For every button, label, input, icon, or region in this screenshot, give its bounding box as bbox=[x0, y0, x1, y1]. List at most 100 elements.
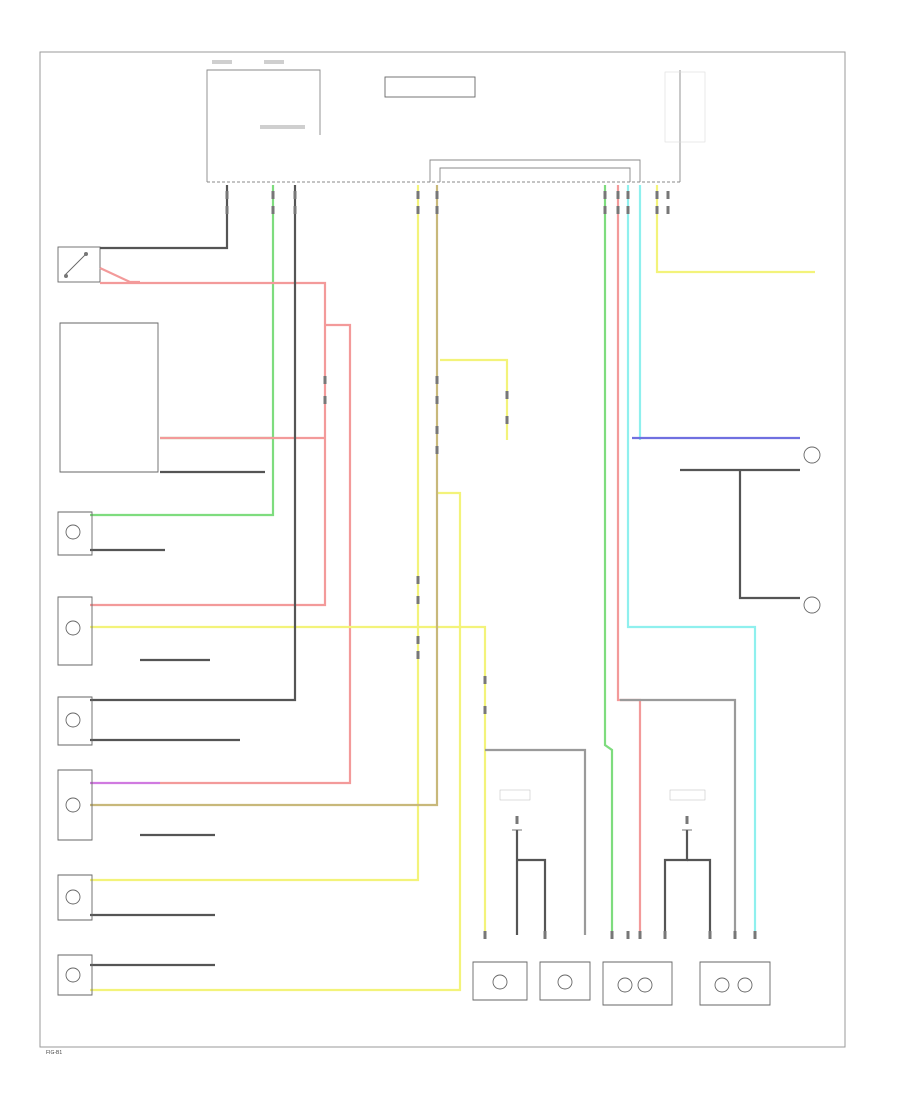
connector-25 bbox=[435, 446, 439, 454]
module-box bbox=[59, 322, 159, 473]
connector-40 bbox=[638, 931, 642, 939]
connector-13 bbox=[616, 206, 620, 214]
w-red-turn bbox=[160, 323, 352, 785]
connector-22 bbox=[435, 376, 439, 384]
comp-left-license bbox=[472, 961, 528, 1001]
connector-34 bbox=[515, 816, 519, 824]
comp-left-front-turn bbox=[57, 511, 93, 556]
connector-38 bbox=[610, 931, 614, 939]
bulb-left-rear-side bbox=[65, 712, 81, 728]
connector-28 bbox=[416, 576, 420, 584]
connector-44 bbox=[753, 931, 757, 939]
w-red-main bbox=[90, 281, 327, 607]
bulb-right-side-turn bbox=[803, 596, 821, 614]
connector-29 bbox=[416, 596, 420, 604]
w-black-b bbox=[90, 185, 297, 702]
connector-24 bbox=[435, 426, 439, 434]
connector-19 bbox=[666, 206, 670, 214]
w-gray-a bbox=[485, 748, 587, 935]
bulb-right-high-mount-a bbox=[714, 977, 730, 993]
connector-31 bbox=[416, 651, 420, 659]
connector-4 bbox=[293, 191, 297, 199]
connector-23 bbox=[435, 396, 439, 404]
connector-26 bbox=[505, 391, 509, 399]
connector-1 bbox=[225, 206, 229, 214]
connector-30 bbox=[416, 636, 420, 644]
bulb-right-front-turn bbox=[65, 797, 81, 813]
connector-42 bbox=[708, 931, 712, 939]
connector-0 bbox=[225, 191, 229, 199]
connector-43 bbox=[733, 931, 737, 939]
w-green-r bbox=[603, 185, 614, 935]
connector-6 bbox=[416, 191, 420, 199]
connector-11 bbox=[603, 206, 607, 214]
connector-32 bbox=[483, 676, 487, 684]
top-module bbox=[206, 60, 706, 183]
connector-33 bbox=[483, 706, 487, 714]
w-yellow-b bbox=[90, 625, 487, 935]
comp-right-front-turn bbox=[57, 769, 93, 841]
footer-code: FIG-B1 bbox=[46, 1050, 62, 1056]
w-black-o bbox=[687, 858, 712, 935]
connector-18 bbox=[666, 191, 670, 199]
bulb-symbols bbox=[65, 446, 821, 993]
headlight-switch bbox=[57, 246, 101, 283]
diagram-frame bbox=[39, 51, 846, 1048]
comp-left-high-mount bbox=[602, 961, 673, 1006]
top-fuse-labels bbox=[212, 60, 706, 143]
connector-15 bbox=[626, 206, 630, 214]
connector-36 bbox=[483, 931, 487, 939]
connector-3 bbox=[271, 206, 275, 214]
connector-39 bbox=[626, 931, 630, 939]
comp-left-rear-combo bbox=[57, 596, 93, 666]
w-black-a bbox=[100, 185, 229, 250]
w-red-rear bbox=[99, 267, 140, 284]
connector-35 bbox=[685, 816, 689, 824]
bulb-right-high-mount-b bbox=[737, 977, 753, 993]
connectors-layer bbox=[225, 191, 757, 939]
connector-16 bbox=[655, 191, 659, 199]
connector-5 bbox=[293, 206, 297, 214]
components-layer bbox=[57, 322, 771, 1006]
top-relay-box bbox=[384, 76, 476, 98]
bulb-left-front-turn bbox=[65, 524, 81, 540]
w-yellow-e bbox=[655, 185, 815, 274]
connector-12 bbox=[616, 191, 620, 199]
comp-right-rear-combo bbox=[57, 874, 93, 921]
w-olive-a bbox=[90, 185, 439, 807]
bulb-left-high-mount-a bbox=[617, 977, 633, 993]
w-black-k bbox=[738, 470, 800, 600]
w-cyan-a bbox=[626, 185, 757, 935]
comp-right-side-marker bbox=[57, 954, 93, 996]
connector-8 bbox=[435, 191, 439, 199]
comp-right-high-mount bbox=[699, 961, 771, 1006]
connector-2 bbox=[271, 191, 275, 199]
w-gray-b bbox=[620, 698, 737, 935]
w-yellow-c bbox=[440, 358, 509, 440]
bulb-right-side-marker bbox=[65, 967, 81, 983]
connector-17 bbox=[655, 206, 659, 214]
w-yellow-a bbox=[90, 185, 420, 882]
comp-right-license bbox=[539, 961, 591, 1001]
bulb-left-high-mount-b bbox=[637, 977, 653, 993]
connector-21 bbox=[323, 396, 327, 404]
comp-left-rear-side bbox=[57, 696, 93, 746]
connector-9 bbox=[435, 206, 439, 214]
connector-41 bbox=[663, 931, 667, 939]
connector-20 bbox=[323, 376, 327, 384]
connector-14 bbox=[626, 191, 630, 199]
bulb-left-side-turn bbox=[803, 446, 821, 464]
bulb-left-rear bbox=[65, 620, 81, 636]
connector-7 bbox=[416, 206, 420, 214]
w-green-main bbox=[90, 185, 275, 517]
connector-27 bbox=[505, 416, 509, 424]
bulb-right-license bbox=[557, 974, 573, 990]
connector-10 bbox=[603, 191, 607, 199]
connector-37 bbox=[543, 931, 547, 939]
w-yellow-d bbox=[90, 491, 462, 992]
bulb-left-license bbox=[492, 974, 508, 990]
ground-symbols bbox=[499, 789, 706, 831]
wires-layer bbox=[90, 185, 815, 992]
bulb-right-rear bbox=[65, 889, 81, 905]
